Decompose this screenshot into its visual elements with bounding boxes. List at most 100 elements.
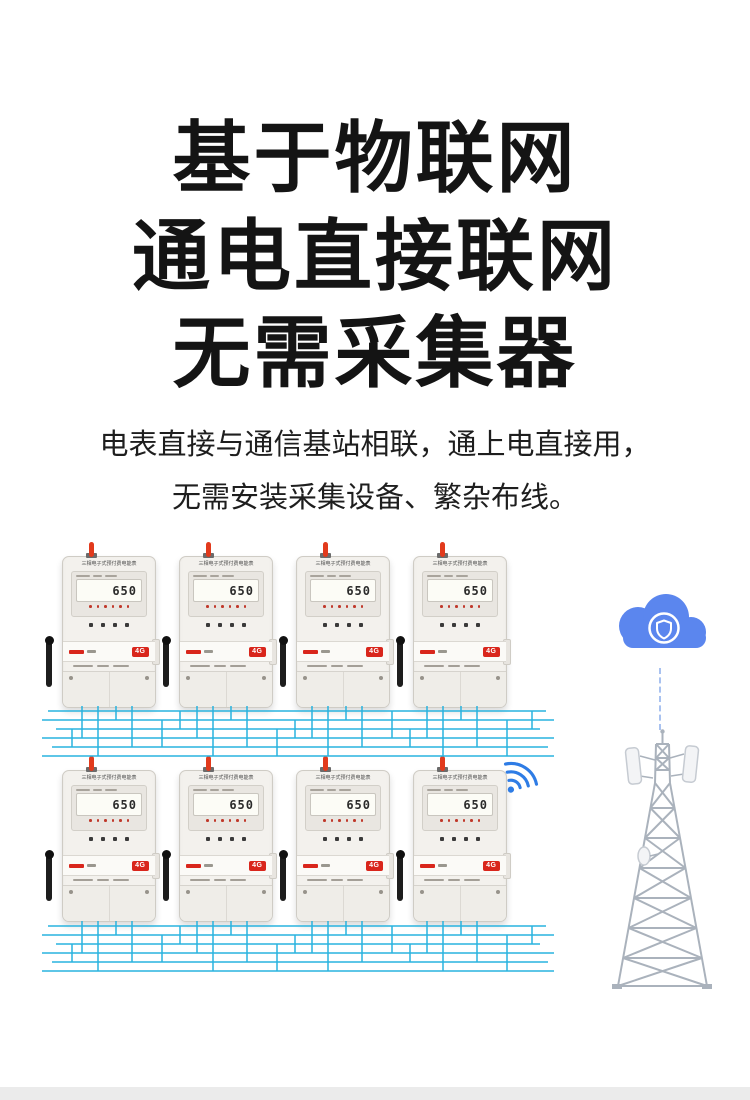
cover-screw-right — [262, 676, 266, 680]
headline-line-1: 基于物联网 — [172, 114, 578, 203]
smart-meter: 三相电子式预付费电能表 650 4G — [44, 756, 160, 922]
meter-display-panel: 650 — [422, 571, 498, 617]
cover-seam — [460, 672, 461, 707]
meter-title: 三相电子式预付费电能表 — [432, 775, 488, 781]
cover-seam — [226, 886, 227, 921]
smart-meter: 三相电子式预付费电能表 650 4G — [161, 542, 277, 708]
meter-led-indicators — [427, 819, 493, 822]
meter-led-indicators — [310, 605, 376, 608]
cyan-wiring-mesh — [42, 921, 554, 972]
meter-led-indicators — [76, 605, 142, 608]
cover-screw-left — [303, 890, 307, 894]
meter-label-band: 4G — [180, 641, 272, 662]
cover-seam — [343, 886, 344, 921]
meter-buttons — [180, 623, 272, 627]
meter-lcd-reading: 650 — [427, 579, 493, 602]
cover-seam — [109, 886, 110, 921]
meter-label-band: 4G — [63, 855, 155, 876]
meter-brand-mark — [186, 863, 213, 868]
meter-4g-badge: 4G — [365, 860, 383, 871]
wifi-waves — [503, 761, 539, 793]
cover-screw-right — [262, 890, 266, 894]
meter-display-panel: 650 — [305, 571, 381, 617]
meter-terminal-cover — [297, 885, 389, 921]
meter-brand-mark — [69, 649, 96, 654]
meter-display-panel: 650 — [71, 785, 147, 831]
cover-screw-left — [69, 676, 73, 680]
wifi-signal-icon — [496, 744, 551, 799]
meter-display-labels — [193, 575, 259, 577]
meter-label-band: 4G — [297, 855, 389, 876]
external-4g-antenna-icon — [44, 636, 54, 687]
meter-red-antenna-icon — [89, 756, 94, 771]
meter-spec-text — [424, 879, 496, 881]
meter-label-band: 4G — [414, 641, 506, 662]
meter-brand-mark — [420, 863, 447, 868]
meter-led-indicators — [193, 605, 259, 608]
headline: 基于物联网 通电直接联网 无需采集器 — [0, 110, 750, 403]
meter-label-band: 4G — [414, 855, 506, 876]
meter-display-panel: 650 — [422, 785, 498, 831]
cover-screw-left — [420, 890, 424, 894]
meter-title: 三相电子式预付费电能表 — [315, 561, 371, 567]
meter-4g-badge: 4G — [365, 646, 383, 657]
meter-label-band: 4G — [297, 641, 389, 662]
meter-brand-mark — [303, 649, 330, 654]
headline-line-3: 无需采集器 — [172, 309, 578, 398]
meter-buttons — [297, 623, 389, 627]
external-4g-antenna-icon — [395, 850, 405, 901]
meter-display-labels — [76, 789, 142, 791]
telecom-tower — [600, 728, 725, 990]
smart-meter: 三相电子式预付费电能表 650 4G — [395, 542, 511, 708]
meter-display-panel: 650 — [305, 785, 381, 831]
meter-buttons — [414, 623, 506, 627]
meter-display-labels — [427, 789, 493, 791]
cover-seam — [109, 672, 110, 707]
meter-buttons — [63, 837, 155, 841]
cover-screw-left — [69, 890, 73, 894]
meter-display-labels — [193, 789, 259, 791]
meter-spec-text — [307, 879, 379, 881]
cover-screw-right — [379, 676, 383, 680]
meter-display-labels — [427, 575, 493, 577]
smart-meter: 三相电子式预付费电能表 650 4G — [395, 756, 511, 922]
meter-row-2: 三相电子式预付费电能表 650 4G 三相电子式预付费电能表 650 — [44, 756, 511, 922]
meter-brand-mark — [186, 649, 213, 654]
meter-display-labels — [76, 575, 142, 577]
meter-terminal-cover — [180, 885, 272, 921]
cover-screw-right — [496, 890, 500, 894]
meter-brand-mark — [420, 649, 447, 654]
meter-spec-text — [424, 665, 496, 667]
cover-screw-left — [303, 676, 307, 680]
meter-4g-badge: 4G — [248, 860, 266, 871]
meter-terminal-cover — [297, 671, 389, 707]
meter-title: 三相电子式预付费电能表 — [198, 561, 254, 567]
cyan-wiring-mesh — [42, 706, 554, 757]
meter-buttons — [63, 623, 155, 627]
meter-display-panel: 650 — [188, 571, 264, 617]
meter-lcd-reading: 650 — [310, 793, 376, 816]
meter-buttons — [297, 837, 389, 841]
meter-led-indicators — [193, 819, 259, 822]
meter-label-band: 4G — [180, 855, 272, 876]
meter-spec-text — [190, 665, 262, 667]
meter-title: 三相电子式预付费电能表 — [81, 561, 137, 567]
cloud-link-line — [659, 668, 661, 730]
meter-display-labels — [310, 789, 376, 791]
meter-label-band: 4G — [63, 641, 155, 662]
meter-led-indicators — [76, 819, 142, 822]
smart-meter: 三相电子式预付费电能表 650 4G — [278, 542, 394, 708]
smart-meter: 三相电子式预付费电能表 650 4G — [278, 756, 394, 922]
meter-row-1: 三相电子式预付费电能表 650 4G 三相电子式预付费电能表 650 — [44, 542, 511, 708]
meter-spec-text — [190, 879, 262, 881]
meter-title: 三相电子式预付费电能表 — [432, 561, 488, 567]
meter-red-antenna-icon — [440, 756, 445, 771]
meter-red-antenna-icon — [440, 542, 445, 557]
external-4g-antenna-icon — [395, 636, 405, 687]
cover-seam — [460, 886, 461, 921]
cover-screw-right — [379, 890, 383, 894]
meter-spec-text — [73, 879, 145, 881]
subtitle: 电表直接与通信基站相联，通上电直接用， 无需安装采集设备、繁杂布线。 — [0, 419, 750, 525]
meter-4g-badge: 4G — [482, 646, 500, 657]
meter-lcd-reading: 650 — [427, 793, 493, 816]
